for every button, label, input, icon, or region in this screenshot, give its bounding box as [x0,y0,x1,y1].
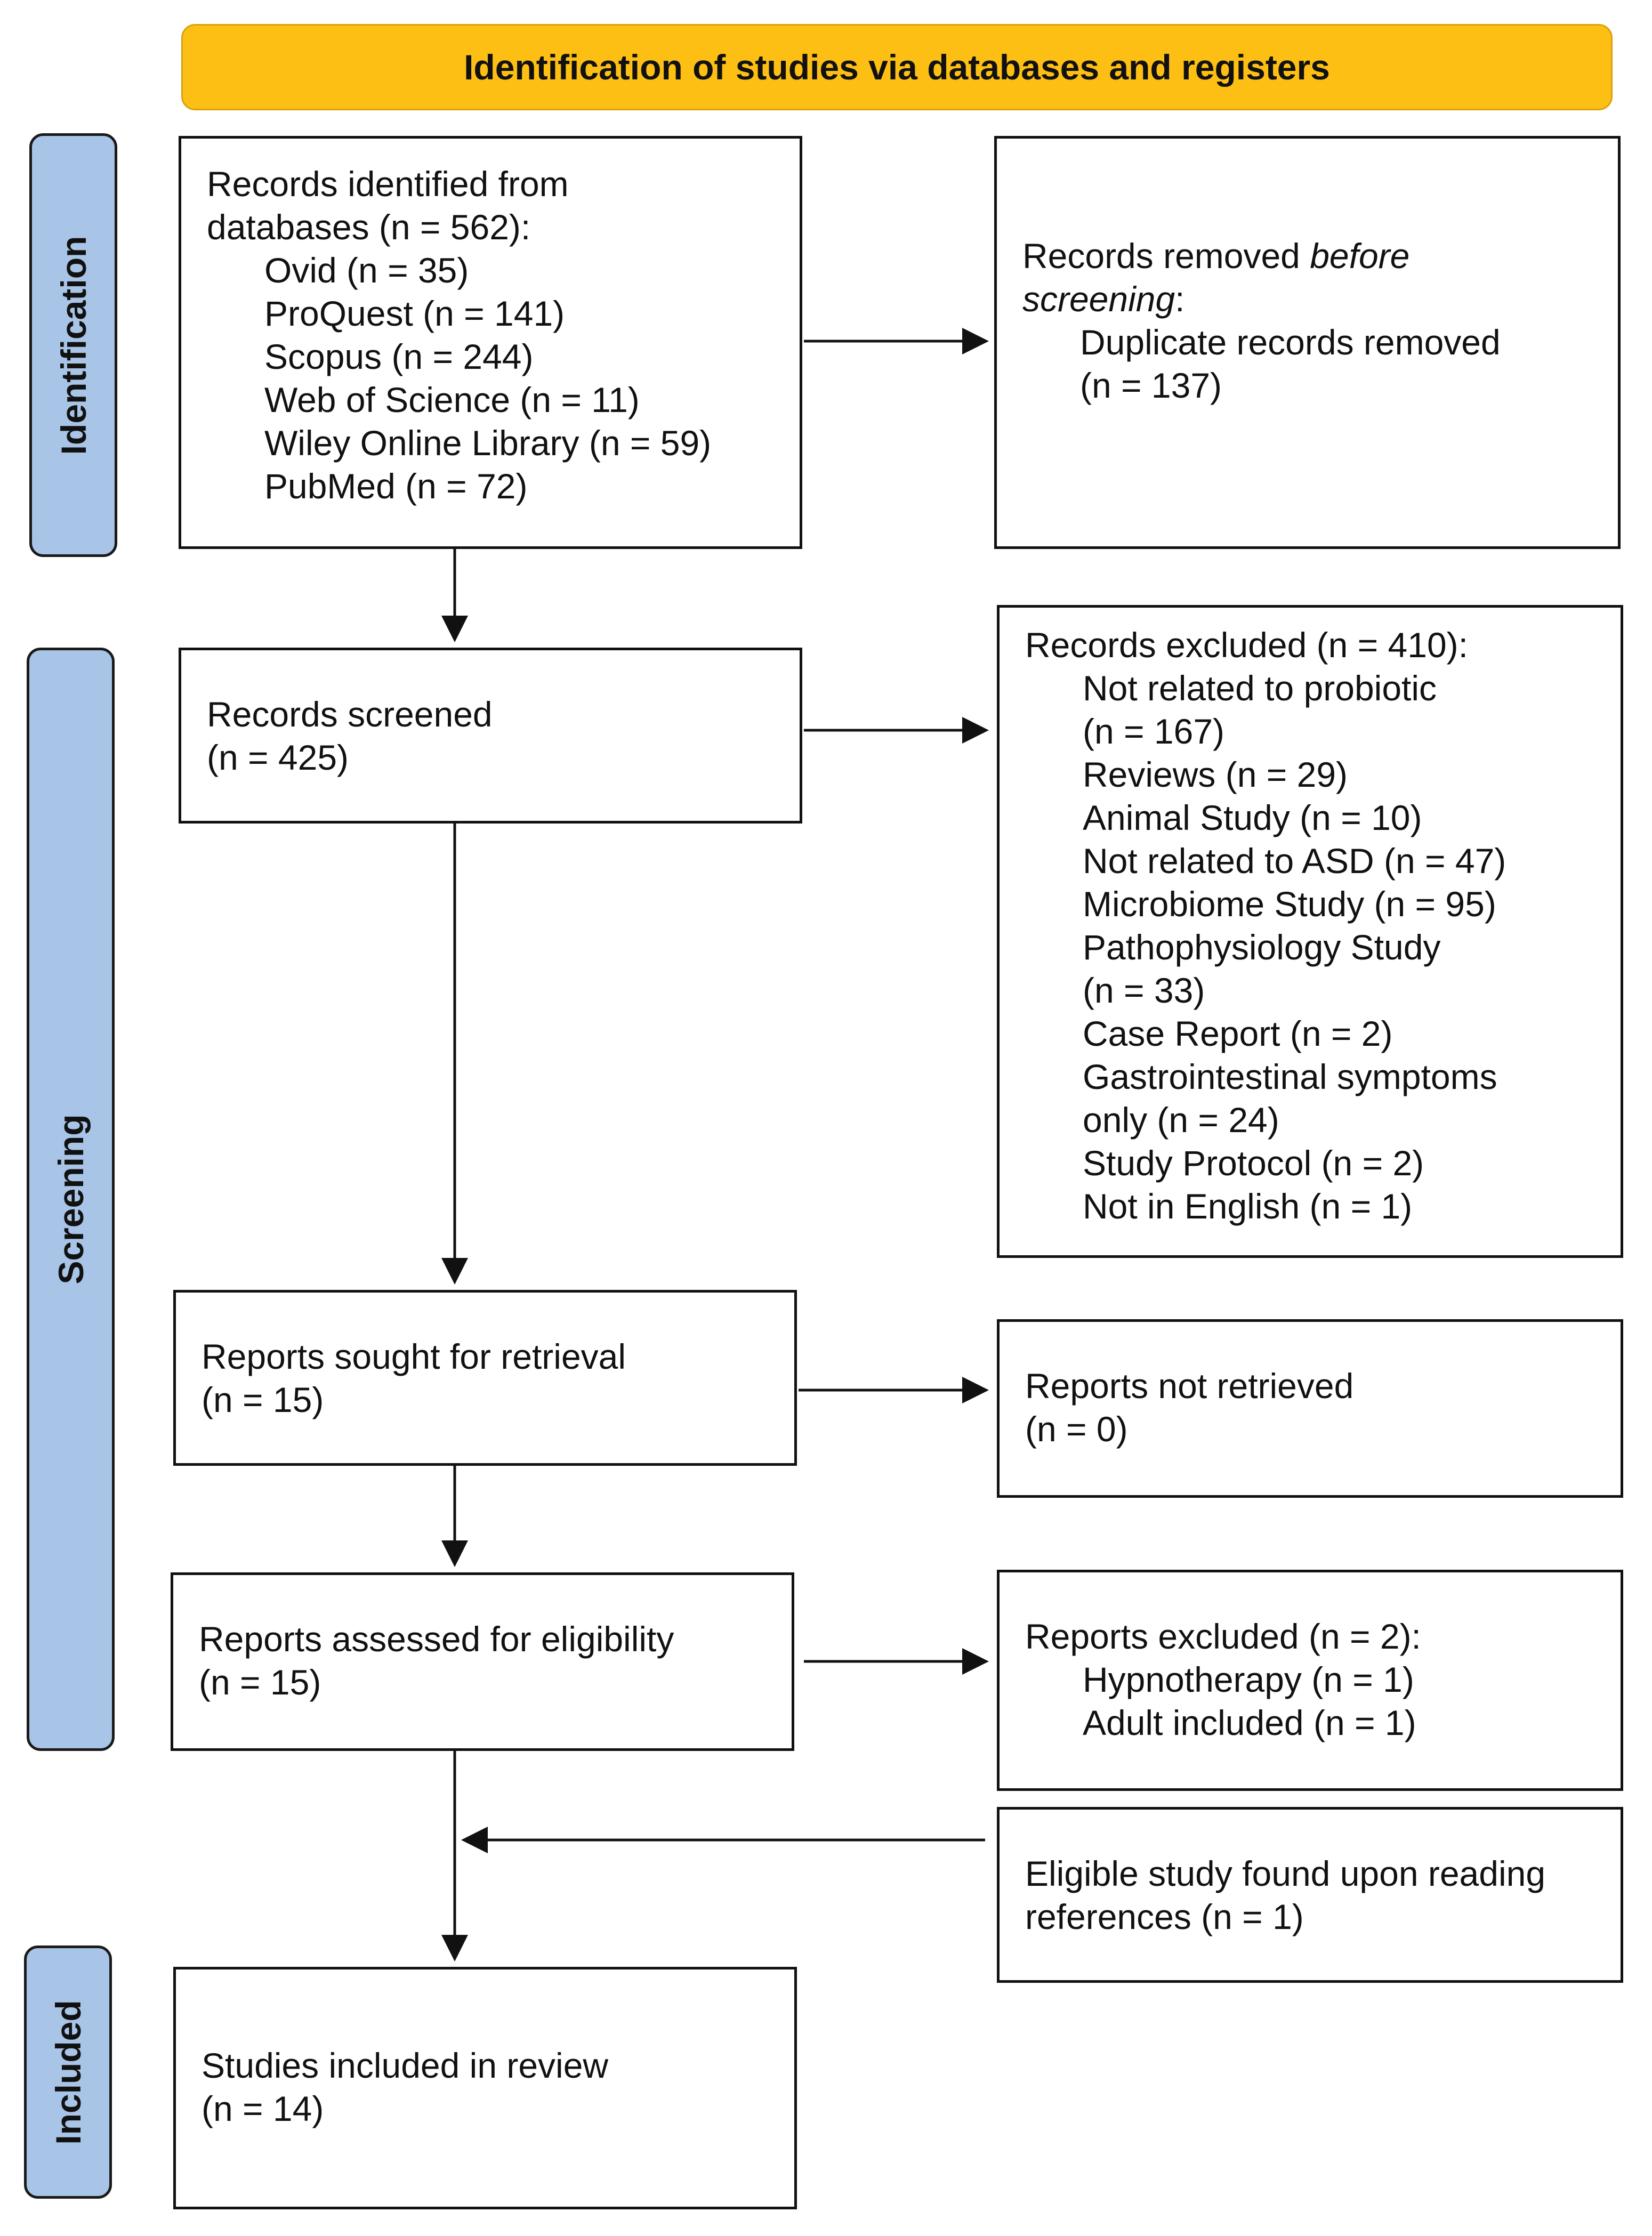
records-screened-line-2: (n = 425) [207,738,349,777]
studies-included-line-2: (n = 14) [202,2089,324,2128]
exclusion-reason: Hypnotherapy (n = 1) [1083,1660,1414,1699]
exclusion-reason: Not related to probiotic [1083,668,1437,708]
records-removed-title-2: screening: [1022,278,1592,321]
exclusion-reason: Study Protocol (n = 2) [1083,1143,1424,1183]
eligible-found-line-1: Eligible study found upon reading [1025,1854,1546,1893]
reports-not-retrieved-line-1: Reports not retrieved [1025,1366,1354,1406]
source-item: Wiley Online Library (n = 59) [264,423,712,463]
reports-not-retrieved-box: Reports not retrieved (n = 0) [997,1319,1623,1498]
source-item: Ovid (n = 35) [264,251,469,290]
records-removed-suffix: : [1175,279,1185,319]
records-removed-box: Records removed before screening: Duplic… [994,136,1621,549]
exclusion-reason: Adult included (n = 1) [1083,1703,1416,1742]
phase-screening: Screening [27,648,115,1751]
exclusion-reason: Animal Study (n = 10) [1083,798,1422,837]
studies-included-box: Studies included in review (n = 14) [173,1967,797,2209]
records-screened-box: Records screened (n = 425) [179,648,802,824]
source-item: Web of Science (n = 11) [264,380,640,419]
exclusion-reason: only (n = 24) [1083,1100,1279,1140]
source-item: Scopus (n = 244) [264,337,534,376]
records-removed-prefix: Records removed [1022,236,1310,276]
header-title: Identification of studies via databases … [464,47,1330,87]
duplicate-records-line-1: Duplicate records removed [1080,322,1501,362]
reports-assessed-box: Reports assessed for eligibility (n = 15… [171,1572,794,1751]
phase-included: Included [24,1946,112,2199]
exclusion-reason: (n = 33) [1083,971,1205,1010]
records-screened-line-1: Records screened [207,695,493,734]
exclusion-reason: Case Report (n = 2) [1083,1014,1393,1053]
reports-assessed-line-2: (n = 15) [199,1662,321,1702]
reports-not-retrieved-line-2: (n = 0) [1025,1409,1128,1449]
exclusion-reason: Reviews (n = 29) [1083,755,1348,794]
records-removed-italic-1: before [1310,236,1410,276]
records-excluded-title: Records excluded (n = 410): [1025,625,1468,665]
header-bar: Identification of studies via databases … [181,24,1613,110]
exclusion-reason: Not in English (n = 1) [1083,1186,1413,1226]
exclusion-reason: Gastrointestinal symptoms [1083,1057,1497,1096]
exclusion-reason: (n = 167) [1083,712,1224,751]
exclusion-reason: Microbiome Study (n = 95) [1083,884,1496,924]
reports-sought-box: Reports sought for retrieval (n = 15) [173,1290,797,1466]
phase-identification: Identification [29,133,117,557]
exclusion-reason: Not related to ASD (n = 47) [1083,841,1506,881]
records-removed-title-1: Records removed before [1022,235,1592,278]
records-excluded-box: Records excluded (n = 410): Not related … [997,605,1623,1258]
eligible-found-line-2: references (n = 1) [1025,1897,1304,1936]
reports-excluded-title: Reports excluded (n = 2): [1025,1617,1421,1656]
reports-excluded-box: Reports excluded (n = 2): Hypnotherapy (… [997,1570,1623,1791]
studies-included-line-1: Studies included in review [202,2046,609,2085]
source-item: PubMed (n = 72) [264,466,528,506]
records-identified-title-1: Records identified from [207,164,569,204]
source-item: ProQuest (n = 141) [264,294,565,333]
records-removed-italic-2: screening [1022,279,1175,319]
records-identified-box: Records identified from databases (n = 5… [179,136,802,549]
duplicate-records-line-2: (n = 137) [1080,366,1222,405]
eligible-found-box: Eligible study found upon reading refere… [997,1807,1623,1983]
reports-assessed-line-1: Reports assessed for eligibility [199,1619,674,1659]
reports-sought-line-1: Reports sought for retrieval [202,1337,626,1376]
reports-sought-line-2: (n = 15) [202,1380,324,1419]
exclusion-reason: Pathophysiology Study [1083,927,1441,967]
records-identified-title-2: databases (n = 562): [207,207,531,247]
